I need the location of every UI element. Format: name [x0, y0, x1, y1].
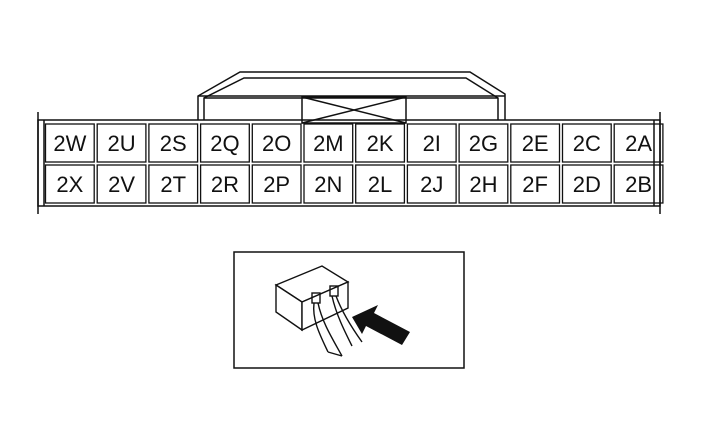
pin-cell-2q [199, 123, 250, 163]
pin-cell-2t [148, 164, 199, 204]
pin-label-2k: 2K [367, 131, 394, 156]
pin-label-2p: 2P [263, 172, 290, 197]
connector-plug-icon [274, 265, 363, 357]
pin-cell-2c [561, 123, 612, 163]
pin-label-2v: 2V [108, 172, 135, 197]
pin-label-2q: 2Q [210, 131, 239, 156]
pin-cell-2f [510, 164, 561, 204]
pin-label-2x: 2X [56, 172, 83, 197]
pin-cell-2b [613, 164, 664, 204]
pin-label-2h: 2H [469, 172, 497, 197]
pin-label-2m: 2M [313, 131, 344, 156]
pin-label-2l: 2L [368, 172, 392, 197]
pin-cell-2r [199, 164, 250, 204]
pin-cell-2l [355, 164, 406, 204]
probe-direction-arrow-icon [352, 305, 410, 345]
pin-label-2d: 2D [573, 172, 601, 197]
pin-label-2f: 2F [522, 172, 548, 197]
key-slot-x [301, 96, 407, 124]
pin-cell-2s [148, 123, 199, 163]
pin-cell-2j [406, 164, 457, 204]
pin-label-2r: 2R [211, 172, 239, 197]
pin-label-2b: 2B [625, 172, 652, 197]
pin-cell-2e [510, 123, 561, 163]
pin-cell-2x [44, 164, 95, 204]
pin-grid: 2W 2U 2S 2Q 2O 2M 2K 2I 2G 2E 2C 2A 2X 2V 2T 2R 2P 2N 2L 2J… [44, 123, 664, 204]
pin-label-2i: 2I [423, 131, 441, 156]
pin-cell-2n [303, 164, 354, 204]
pin-label-2u: 2U [107, 131, 135, 156]
pin-label-2s: 2S [160, 131, 187, 156]
pin-label-2t: 2T [160, 172, 186, 197]
pin-label-2c: 2C [573, 131, 601, 156]
pin-cell-2w [44, 123, 95, 163]
pin-cell-2i [406, 123, 457, 163]
pin-cell-2a [613, 123, 664, 163]
pin-cell-2d [561, 164, 612, 204]
pin-cell-2p [251, 164, 302, 204]
pin-cell-2o [251, 123, 302, 163]
pin-label-2a: 2A [625, 131, 652, 156]
pin-label-2j: 2J [420, 172, 443, 197]
connector-latch [197, 71, 506, 120]
inset-panel [233, 251, 465, 369]
pin-cell-2v [96, 164, 147, 204]
pin-cell-2g [458, 123, 509, 163]
pin-label-2e: 2E [522, 131, 549, 156]
pin-label-2w: 2W [53, 131, 86, 156]
pin-label-2o: 2O [262, 131, 291, 156]
pin-cell-2h [458, 164, 509, 204]
pin-label-2g: 2G [469, 131, 498, 156]
pin-label-2n: 2N [314, 172, 342, 197]
pin-cell-2m [303, 123, 354, 163]
pin-cell-2u [96, 123, 147, 163]
connector-body [37, 112, 661, 214]
pin-cell-2k [355, 123, 406, 163]
